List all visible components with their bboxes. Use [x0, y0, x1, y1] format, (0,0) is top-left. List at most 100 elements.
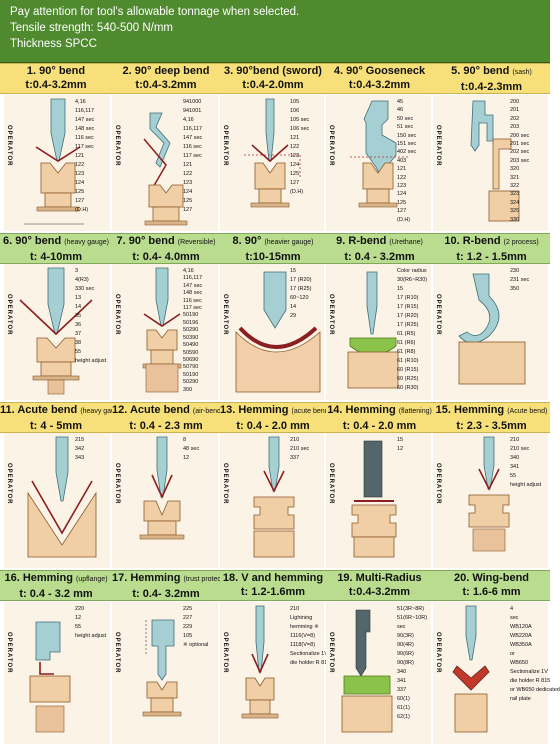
- tool-number-label: 147 sec: [183, 282, 203, 289]
- tool-number-label: 151 sec: [397, 141, 417, 147]
- operator-label: OPERATOR: [328, 632, 334, 674]
- bed-shape: [241, 713, 279, 719]
- punch-shape: [47, 267, 65, 335]
- tool-number-label: or WB650 dedicated: [510, 687, 560, 693]
- tool-number-label: 12: [75, 615, 82, 621]
- operator-label: OPERATOR: [222, 125, 228, 167]
- tool-illustration-group: [142, 619, 182, 717]
- tool-title-cell: 9. R-bend (Urethane)t: 0.4 - 3.2mm: [326, 233, 433, 264]
- header-line-tensile: Tensile strength: 540-500 N/mm: [10, 22, 173, 34]
- punch-shape: [470, 100, 494, 152]
- tool-number-label: 17 (R10): [397, 295, 419, 301]
- tool-number-label: 322: [510, 183, 520, 189]
- upflange-punch-shape: [35, 621, 61, 661]
- hook-punch-shape: [458, 273, 500, 344]
- tool-name-text: Hemming: [22, 572, 73, 584]
- bed-shape: [250, 202, 290, 208]
- reversible-block: [145, 363, 179, 393]
- workpiece-line: [251, 144, 289, 163]
- tool-number-label: or: [510, 651, 515, 657]
- tool-number-label: 14: [75, 304, 82, 310]
- tool-number-label: 45: [397, 99, 404, 105]
- thickness-range: t:0.4-3.2mm: [348, 79, 411, 91]
- tool-illustration: [19, 267, 93, 395]
- tool-subtitle: (trust protection): [183, 576, 235, 583]
- height-adjust-block: [472, 528, 506, 552]
- operator-label: OPERATOR: [328, 294, 334, 336]
- tool-number: 11.: [0, 404, 18, 416]
- tool-number-label: 123: [75, 171, 85, 177]
- tool-number-label: 215: [75, 437, 85, 443]
- tool-illustration: [24, 98, 84, 225]
- operator-label: OPERATOR: [222, 632, 228, 674]
- tool-number-label: 61 (R5): [397, 331, 416, 337]
- tool-number-label: 122: [183, 171, 193, 177]
- tool-number: 5.: [451, 65, 464, 77]
- thickness-range: t: 1.2 - 1.5mm: [456, 251, 527, 263]
- tool-number-label: hemming ※: [290, 624, 319, 630]
- tool-number-label: 15: [397, 437, 404, 443]
- tool-illustration-group: [468, 436, 510, 552]
- tool-illustration: [341, 609, 393, 733]
- thickness-range: t: 4-10mm: [30, 251, 82, 263]
- workpiece-line: [143, 138, 167, 190]
- bed-shape: [144, 220, 188, 226]
- tool-subtitle: (flattening): [398, 408, 432, 415]
- tool-illustration-group: [27, 436, 97, 558]
- tool-number-label: 225: [183, 606, 193, 612]
- operator-label: OPERATOR: [328, 463, 334, 505]
- tool-number: 3.: [224, 65, 237, 77]
- tool-number-label: 203: [510, 124, 520, 131]
- tool-number-label: 4: [510, 606, 514, 612]
- tool-title-cell: 14. Hemming (flattening)t: 0.4 - 2.0 mm: [326, 402, 433, 433]
- tool-number-label: 337: [290, 455, 300, 461]
- thickness-range: t: 0.4 - 3.2 mm: [19, 588, 93, 600]
- tool-number-label: 124: [183, 189, 193, 195]
- workpiece-line: [251, 653, 269, 674]
- tool-number-label: 202: [510, 115, 520, 122]
- operator-label: OPERATOR: [222, 463, 228, 505]
- tool-subtitle: (upflange): [76, 576, 108, 583]
- tool-number-label: 127: [75, 198, 85, 204]
- tool-number-label: 105: [290, 99, 300, 105]
- header-line-thickness: Thickness SPCC: [10, 38, 97, 50]
- tool-name-text: 90°bend (sword): [236, 65, 322, 77]
- hem-die-shape: [468, 494, 510, 528]
- thickness-range: t: 0.4- 4.0mm: [132, 251, 200, 263]
- tool-number: 14.: [327, 404, 346, 416]
- tool-number-label: 55: [75, 624, 82, 630]
- operator-label: OPERATOR: [114, 463, 120, 505]
- tool-subtitle: (Acute bend): [507, 408, 548, 415]
- tool-number-label: 50190: [183, 371, 199, 378]
- die-holder-shape: [44, 192, 72, 208]
- tool-number-label: 350: [510, 286, 520, 292]
- tool-number-label: 330: [510, 216, 520, 223]
- tool-number-label: 147 sec: [75, 117, 95, 123]
- tool-subtitle: (Urethane): [389, 239, 423, 246]
- die-holder-shape: [488, 190, 520, 222]
- tool-illustration: [241, 605, 279, 719]
- tool-number-label: WB120A: [510, 624, 532, 630]
- workpiece-line: [39, 662, 54, 675]
- tool-number-label: 231 sec: [510, 277, 530, 283]
- tool-number-label: 4(R3): [75, 277, 89, 283]
- punch-shape: [363, 100, 397, 176]
- tool-number-label: 200 sec: [510, 132, 530, 139]
- tool-number-label: 17 (R25): [397, 322, 419, 328]
- tool-number-label: 227: [183, 615, 193, 621]
- tool-number-label: 125: [183, 198, 193, 204]
- height-adjust-block: [35, 705, 65, 733]
- tool-subtitle: (2 process): [503, 239, 539, 246]
- die-holder-shape: [152, 206, 180, 222]
- tool-number-label: 325: [510, 208, 520, 215]
- tool-number-label: 210: [510, 437, 520, 443]
- tool-number-label: 300: [183, 386, 193, 393]
- trust-punch-shape: [151, 619, 175, 681]
- tool-name: 18. V and hemming: [220, 571, 326, 585]
